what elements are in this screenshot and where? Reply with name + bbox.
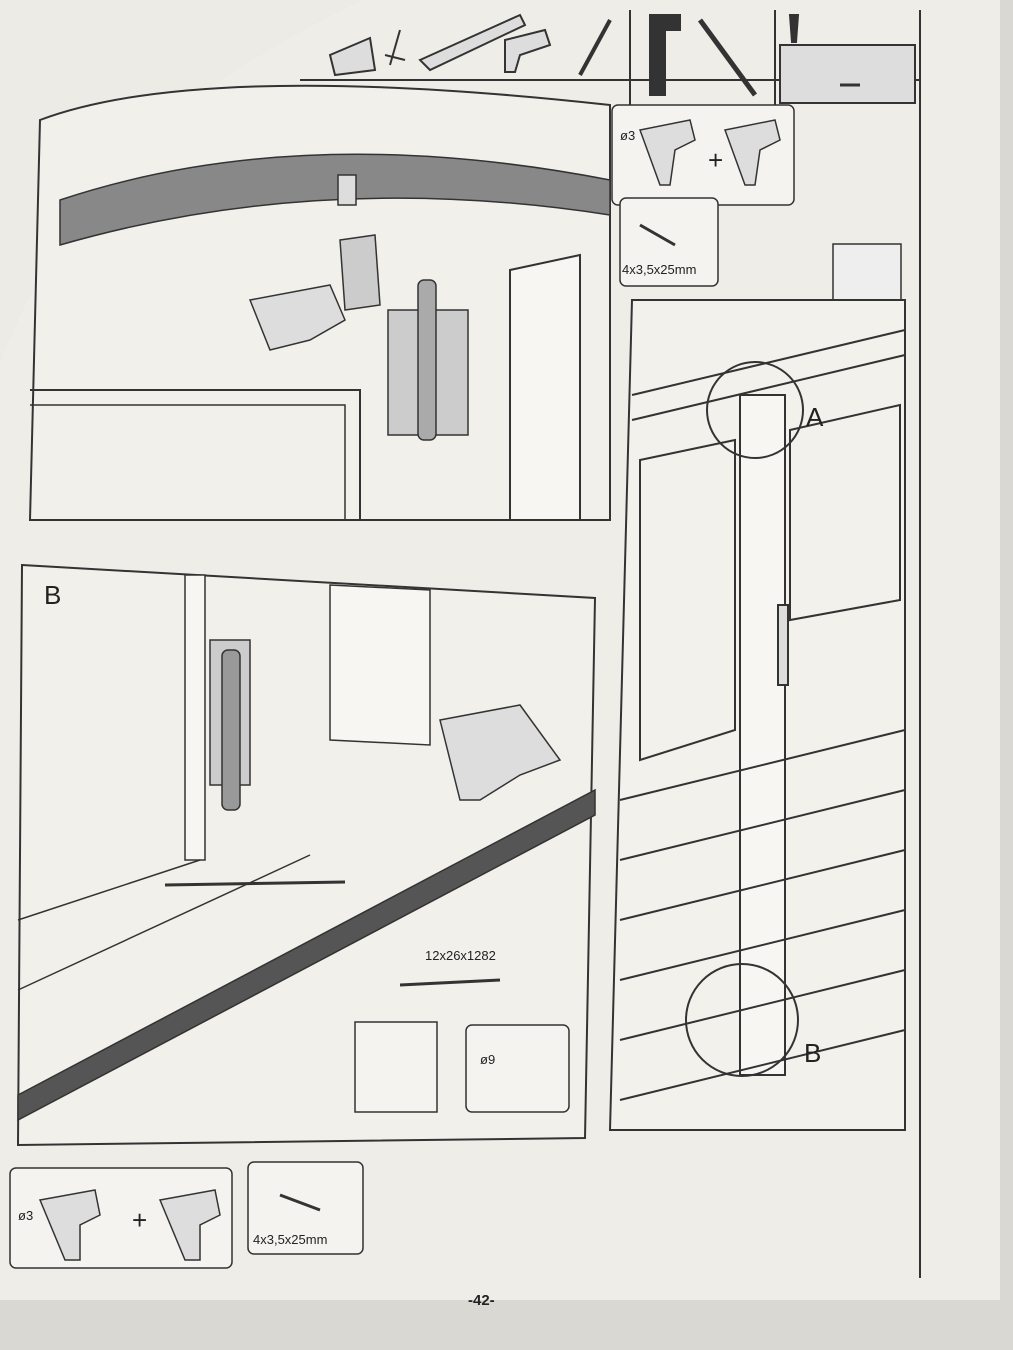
inspect-eye-bottom-icon: [354, 1021, 438, 1113]
paint-warning-icon: [779, 44, 916, 104]
drill-box2-icon: [723, 119, 781, 186]
panel-b-title: B: [44, 580, 62, 610]
screw-icon: [639, 223, 676, 247]
drill-bottom-box2-icon: [158, 1189, 221, 1261]
drill-top-icon: [248, 284, 346, 351]
bar-size-label: 12x26x1282: [425, 948, 496, 963]
panel-door-overview: [608, 299, 906, 1131]
pencil-icon: [697, 18, 758, 97]
page-number: -42-: [468, 1292, 495, 1309]
set-square-icon: [649, 14, 681, 96]
plus-sign-bottom: +: [132, 1205, 148, 1235]
drill-icon: [504, 28, 552, 73]
bottom-tool-boxes: [9, 1161, 364, 1269]
panel-bolt-top: [28, 84, 611, 521]
hammer-icon: [384, 29, 406, 66]
bottom-bolt-rod: [221, 649, 241, 811]
door-frame-beam: [59, 153, 611, 246]
detail-circle-a: [706, 361, 804, 459]
panel-bolt-bottom: [16, 563, 597, 1147]
inspect-eye-icon: [832, 243, 902, 305]
screw-bottom-icon: [279, 1193, 321, 1212]
saw-icon: [418, 13, 527, 72]
warning-exclamation-icon: [788, 14, 800, 43]
detail-label-b: B: [804, 1038, 822, 1068]
plus-sign-top: +: [708, 145, 724, 175]
drill-bottom-box1-icon: [38, 1189, 101, 1261]
tool-strip: [300, 10, 921, 1278]
door-bolt-rod: [417, 279, 437, 441]
screw-size-bottom: 4x3,5x25mm: [253, 1232, 328, 1247]
screwdriver-icon: [578, 19, 612, 76]
drill-box1-icon: [638, 119, 696, 186]
page-curl: [0, 0, 360, 360]
bar-part-line: [164, 880, 346, 887]
floor-threshold-bar: [17, 788, 596, 1122]
screw-size-top: 4x3,5x25mm: [622, 262, 697, 277]
drill-size-bottom: ø3: [18, 1208, 34, 1223]
drill-bottom-icon: [439, 704, 562, 801]
drill-box-large-icon: [465, 1024, 570, 1113]
detail-circle-b: [685, 963, 799, 1077]
detail-label-a: A: [806, 402, 824, 432]
drill-size-top: ø3: [620, 128, 636, 143]
bolt-keeper: [337, 174, 357, 206]
right-tool-boxes: [611, 104, 902, 305]
drill-size-large: ø9: [480, 1052, 496, 1067]
spirit-level-icon: [328, 36, 377, 77]
